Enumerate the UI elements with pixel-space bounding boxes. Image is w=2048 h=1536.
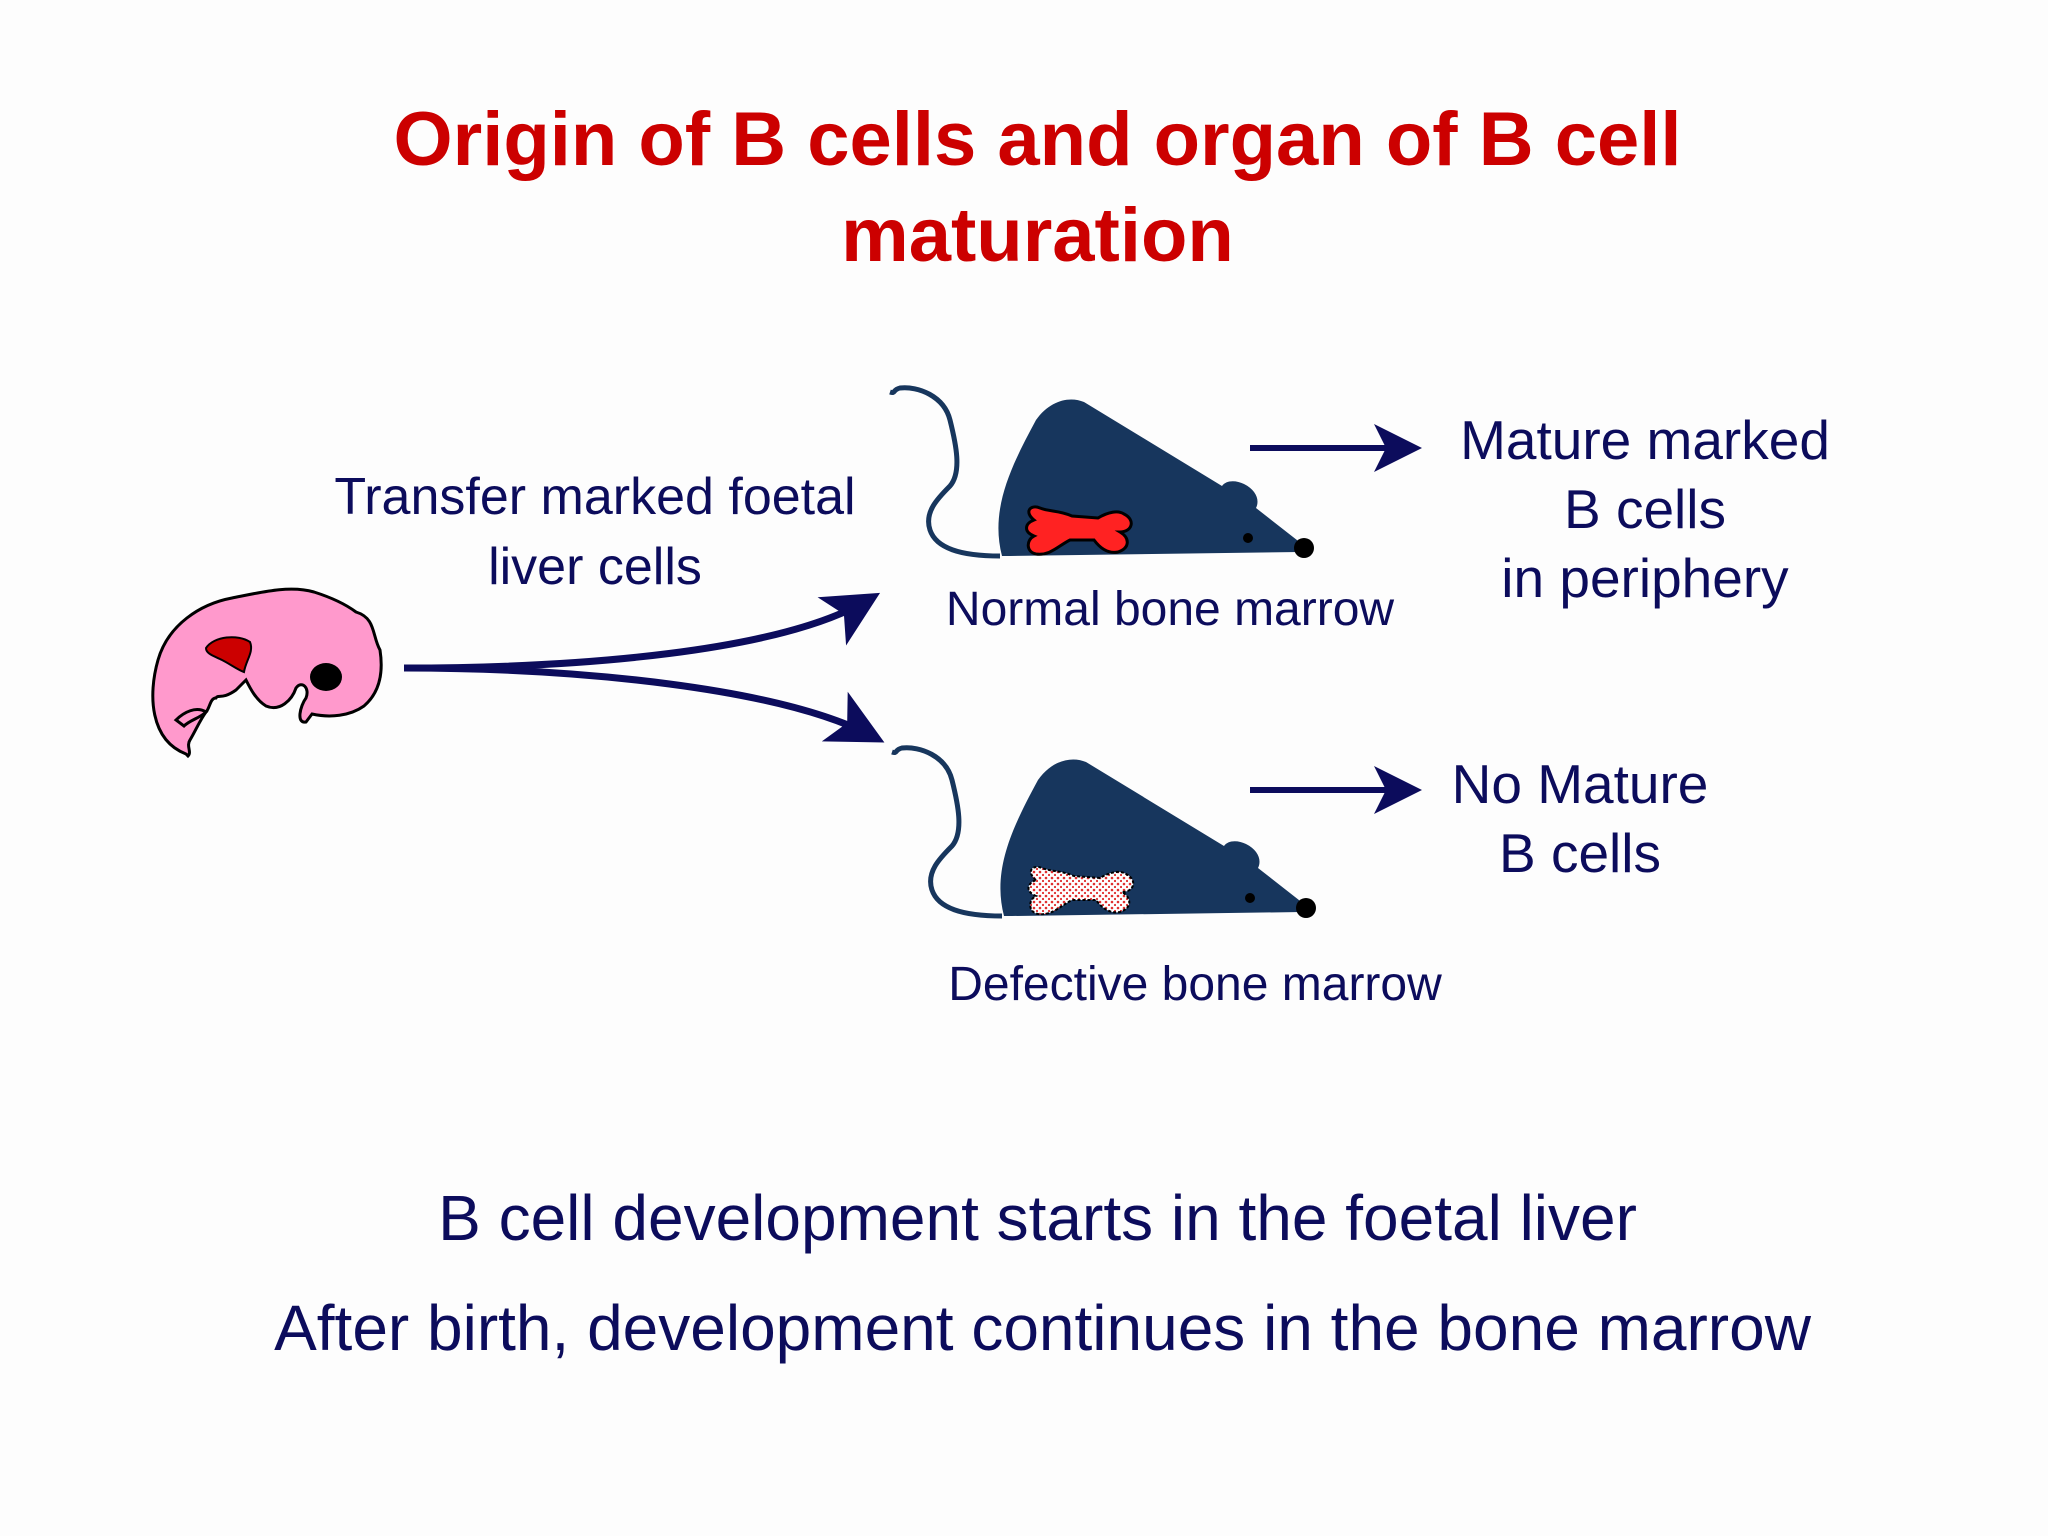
defective-mouse-nose	[1296, 898, 1316, 918]
summary-line-1: B cell development starts in the foetal …	[438, 1182, 1637, 1254]
mature-result-label: Mature marked B cells in periphery	[1440, 406, 1850, 613]
no-mature-result-line-1: No Mature	[1451, 753, 1709, 815]
mature-result-line-1: Mature marked	[1460, 409, 1830, 471]
arrow-to-defective	[403, 664, 885, 743]
title-line-2: maturation	[841, 193, 1234, 278]
mouse-eye	[1243, 533, 1253, 543]
liver-icon	[204, 636, 253, 674]
normal-bone-marrow-caption: Normal bone marrow	[945, 583, 1395, 636]
transfer-label-line-2: liver cells	[488, 538, 702, 596]
bone-icon	[1025, 505, 1133, 556]
no-mature-result-line-2: B cells	[1499, 822, 1661, 884]
arrow-to-normal	[403, 592, 881, 672]
defective-mouse-eye	[1245, 893, 1255, 903]
mature-result-line-2: B cells	[1564, 478, 1726, 540]
mature-result-line-3: in periphery	[1501, 547, 1789, 609]
mouse-nose	[1294, 538, 1314, 558]
embryo-icon	[151, 587, 383, 759]
mouse-icon	[889, 385, 1314, 559]
transfer-label-line-1: Transfer marked foetal	[334, 468, 856, 526]
branch-arrows	[403, 592, 885, 743]
defective-mouse-tail	[891, 745, 1003, 919]
defective-bone-marrow-caption: Defective bone marrow	[948, 958, 1442, 1011]
no-mature-result-label: No Mature B cells	[1430, 750, 1730, 888]
title-line-1: Origin of B cells and organ of B cell	[393, 97, 1682, 182]
transfer-label: Transfer marked foetal liver cells	[295, 462, 895, 602]
embryo-body	[151, 587, 383, 759]
defective-mouse-icon	[891, 745, 1316, 919]
summary-line-2: After birth, development continues in th…	[274, 1292, 1811, 1364]
embryo-eye	[310, 663, 342, 691]
mouse-tail	[889, 385, 1001, 559]
slide-title: Origin of B cells and organ of B cell ma…	[0, 92, 2048, 284]
defective-bone-icon	[1027, 866, 1135, 916]
